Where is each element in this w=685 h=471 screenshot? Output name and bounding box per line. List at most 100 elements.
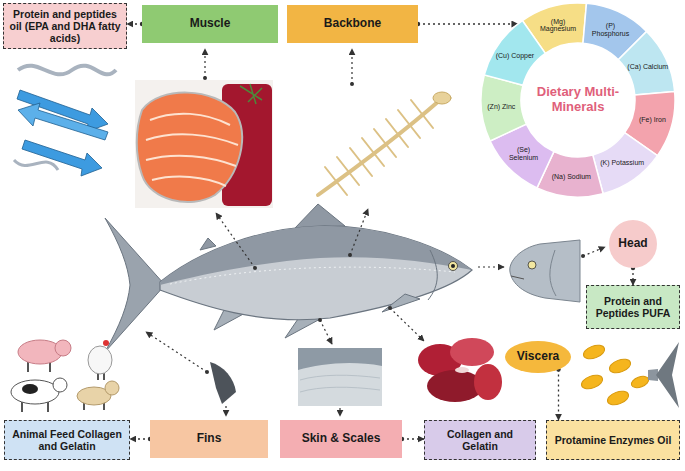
leader-line [225, 406, 226, 416]
leader-line [320, 320, 332, 344]
chicken [88, 346, 112, 374]
mineral-segment: (Mg) Magnesium [536, 18, 580, 33]
node-label: (Ca) Calcium [627, 64, 668, 72]
node-label: (Na) Sodium [552, 173, 591, 181]
mineral-segment: (Cu) Copper [493, 52, 537, 60]
ring-segment [484, 21, 545, 86]
product-box: Animal Feed Collagen and Gelatin [4, 420, 130, 460]
mineral-segment: (Fe) Iron [630, 116, 674, 124]
skin-patch [298, 348, 382, 406]
gill-line [428, 250, 437, 300]
dorsal-fin [295, 204, 345, 228]
scale-lines [300, 375, 380, 392]
leader-line [350, 209, 368, 255]
node-label: (P) Phosphorus [589, 23, 633, 38]
part-box: Skin & Scales [280, 420, 402, 458]
cow [11, 380, 59, 404]
organ [474, 364, 502, 400]
leader-line [204, 49, 205, 78]
node-label: Collagen and Gelatin [430, 428, 530, 452]
gill-line [550, 250, 556, 296]
oil-capsules [580, 343, 651, 408]
head-photo [510, 240, 580, 302]
leader-dot [318, 318, 322, 322]
photo-ground [135, 80, 273, 208]
node-label: (Zn) Zinc [487, 103, 515, 111]
pig-head [55, 340, 71, 356]
tail-fin [656, 342, 679, 408]
node-label: (K) Potassium [600, 159, 644, 167]
mineral-segment: (P) Phosphorus [589, 23, 633, 38]
node-label: Fins [197, 432, 222, 446]
fish-eye [449, 262, 458, 271]
product-box: Protein and Peptides PUFA [586, 285, 680, 329]
node-label: Protamine Enzymes Oil [555, 434, 672, 446]
part-circle: Head [609, 220, 657, 268]
leader-line [351, 49, 352, 84]
node-label: Viscera [517, 350, 560, 364]
leader-dots [203, 76, 585, 374]
connector [558, 370, 559, 420]
fish-eye [528, 261, 536, 269]
product-box: Collagen and Gelatin [424, 420, 536, 460]
salmon-fish [105, 204, 472, 352]
muscle-photo [135, 80, 273, 208]
connector [418, 23, 518, 24]
part-ellipse: Viscera [505, 341, 571, 373]
leader-dot [253, 266, 257, 270]
node-label: (Se) Selenium [502, 147, 546, 162]
leader-dot [388, 306, 392, 310]
fish-back [160, 226, 472, 285]
beta-strand [22, 140, 102, 176]
mineral-segment: (K) Potassium [600, 159, 644, 167]
leader-dot [581, 254, 585, 258]
skull [433, 92, 451, 104]
node-label: Dietary Multi-Minerals [530, 85, 626, 115]
mineral-segment: (Se) Selenium [502, 147, 546, 162]
fish-body [160, 226, 472, 320]
leader-dot [205, 370, 209, 374]
leader-dot [350, 82, 354, 86]
capsule [608, 357, 633, 376]
capsule [582, 343, 607, 362]
node-label: Skin & Scales [302, 432, 381, 446]
protein-coil [14, 160, 58, 170]
cow-head [53, 378, 67, 392]
fin-photo [210, 362, 236, 404]
backbone-photo [318, 92, 451, 195]
leader-lines [146, 49, 605, 416]
chicken-comb [103, 340, 109, 346]
leader-line [146, 332, 207, 372]
ring-segment [593, 133, 658, 194]
connector [632, 268, 633, 285]
tail-photo [648, 342, 679, 408]
connector [130, 438, 150, 439]
organ-fat [455, 367, 469, 373]
protein-helix [18, 66, 116, 75]
leader-line [339, 408, 340, 416]
part-box: Backbone [287, 5, 418, 43]
ring-segment [618, 31, 674, 95]
pectoral-fin [382, 294, 420, 312]
node-label: Protein and peptides oil (EPA and DHA fa… [9, 8, 121, 44]
capsule [606, 389, 631, 408]
protein-structure [14, 66, 116, 176]
dog-head [105, 381, 119, 395]
connector [127, 23, 142, 24]
leader-line [583, 247, 605, 256]
lateral-line [170, 267, 455, 284]
mineral-segment: (Ca) Calcium [626, 64, 670, 72]
node-label: Protein and Peptides PUFA [592, 295, 674, 319]
leader-line [216, 213, 255, 268]
mineral-wheel: Dietary Multi-Minerals (Mg) Magnesium (P) … [481, 3, 675, 197]
mineral-segment: (Zn) Zinc [479, 103, 523, 111]
viscera-photo [418, 338, 502, 402]
cow-patch [22, 384, 38, 394]
node-label: Head [618, 237, 647, 251]
node-label: Muscle [190, 17, 231, 31]
node-label: Backbone [324, 17, 381, 31]
node-label: (Fe) Iron [639, 116, 666, 124]
part-box: Muscle [142, 5, 278, 43]
